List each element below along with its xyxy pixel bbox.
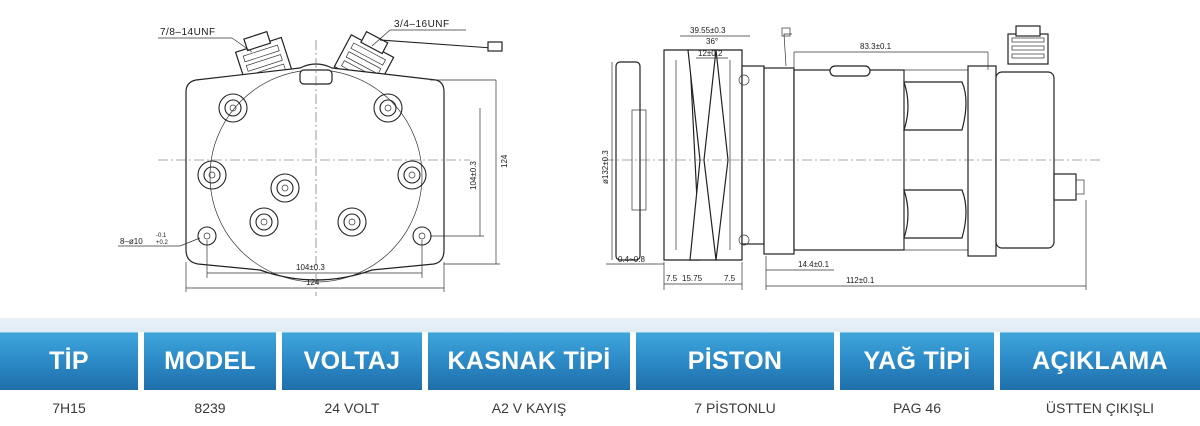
dim-length-top: 83.3±0.1 (860, 42, 892, 51)
cell-yag-tipi: PAG 46 (893, 400, 941, 416)
dim-bottom-inner: 104±0.3 (296, 263, 325, 272)
rear-head (967, 65, 997, 257)
cell-model: 8239 (194, 400, 226, 416)
rear-port-fitting (1007, 25, 1049, 65)
dim-angle: 36° (706, 37, 718, 46)
dim-total: 112±0.1 (846, 276, 875, 285)
table-row: 7H15 8239 24 VOLT A2 V KAYIŞ 7 PİSTONLU … (0, 390, 1200, 426)
header-aciklama: AÇIKLAMA (1000, 332, 1200, 390)
dim-groove: 12±0.2 (698, 49, 723, 58)
front-head (763, 67, 795, 255)
pulley (663, 49, 743, 261)
dim-top-width: 39.55±0.3 (690, 26, 726, 35)
hole-tolerance-top: -0.1 (156, 233, 167, 239)
cell-aciklama: ÜSTTEN ÇIKIŞLI (1045, 400, 1155, 416)
header-piston: PİSTON (636, 332, 834, 390)
clutch-plate (615, 61, 641, 261)
dim-mid: 14.4±0.1 (798, 260, 830, 269)
header-voltaj: VOLTAJ (282, 332, 422, 390)
header-yag-tipi: YAĞ TİPİ (840, 332, 994, 390)
header-tip: TİP (0, 332, 138, 390)
dim-pulley-diameter: ø132±0.3 (601, 150, 610, 184)
cell-kasnak-tipi: A2 V KAYIŞ (491, 400, 567, 416)
dim-bottom-c: 7.5 (724, 274, 736, 283)
cell-voltaj: 24 VOLT (324, 400, 380, 416)
cell-tip: 7H15 (52, 400, 86, 416)
table-header-row: TİP MODEL VOLTAJ KASNAK TİPİ PİSTON YAĞ … (0, 332, 1200, 390)
dim-right-inner: 104±0.3 (469, 161, 478, 190)
front-view: 7/8–14UNF 3/4–16UNF 8–ø10 -0.1 +0.2 104±… (118, 19, 509, 296)
side-view: 39.55±0.3 36° 12±0.2 83.3±0.1 ø132±0.3 0… (601, 25, 1100, 290)
header-model: MODEL (144, 332, 276, 390)
dim-bottom-a: 7.5 (666, 274, 678, 283)
compressor-body (793, 69, 905, 251)
spec-table: TİP MODEL VOLTAJ KASNAK TİPİ PİSTON YAĞ … (0, 318, 1200, 426)
hole-tolerance-bottom: +0.2 (156, 240, 169, 246)
compressor-technical-drawing: 7/8–14UNF 3/4–16UNF 8–ø10 -0.1 +0.2 104±… (118, 19, 1100, 296)
port-right-label: 3/4–16UNF (394, 19, 450, 30)
hole-label: 8–ø10 (120, 237, 143, 246)
dim-right-outer: 124 (500, 154, 509, 168)
bolt-holes (197, 93, 432, 246)
cell-piston: 7 PİSTONLU (694, 400, 776, 416)
dim-left-offset: 0.4~0.8 (618, 255, 645, 264)
relief-valve (1053, 173, 1077, 201)
dim-bottom-b: 15.75 (682, 274, 703, 283)
port-left-label: 7/8–14UNF (160, 27, 216, 38)
dim-bottom-outer: 124 (306, 278, 320, 287)
header-kasnak-tipi: KASNAK TİPİ (428, 332, 630, 390)
cooling-fins (903, 81, 967, 239)
